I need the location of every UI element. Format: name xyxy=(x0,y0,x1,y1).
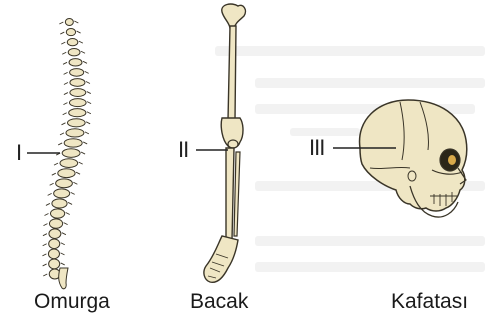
marker-I: I xyxy=(16,142,21,164)
marker-III: III xyxy=(309,137,324,159)
skull-icon xyxy=(360,100,467,217)
caption-bacak: Bacak xyxy=(190,291,248,312)
caption-omurga: Omurga xyxy=(34,291,110,312)
caption-kafatasi: Kafatası xyxy=(391,291,468,312)
leg-bone-icon xyxy=(204,4,246,282)
marker-II: II xyxy=(178,139,188,161)
